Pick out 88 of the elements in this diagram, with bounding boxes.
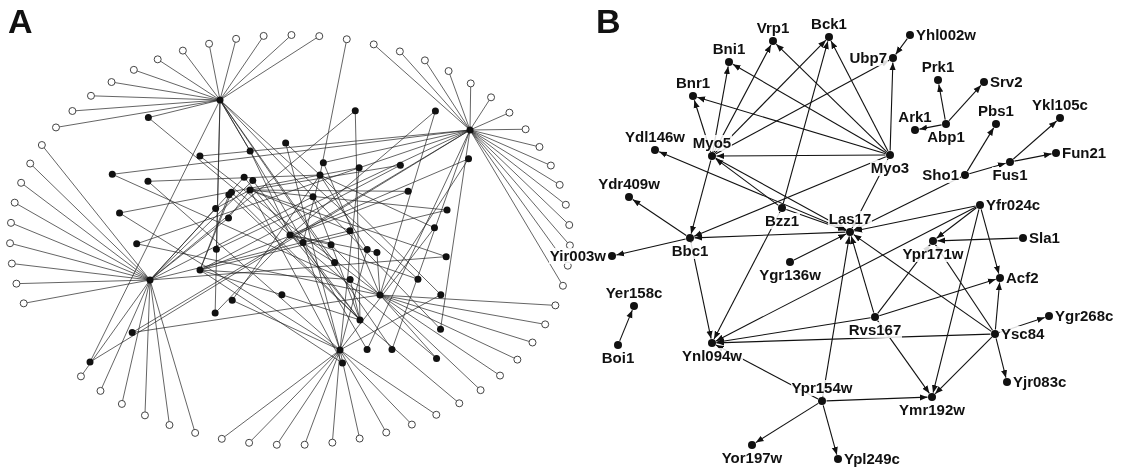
gene-label: Ygr136w (758, 267, 822, 283)
arrow (948, 84, 982, 122)
arrow (696, 96, 887, 155)
gene-label: Fun21 (1061, 145, 1108, 161)
arrow (853, 205, 977, 233)
gene-label: Rvs167 (847, 322, 903, 338)
arrow (931, 208, 980, 394)
gene-label: Bzz1 (763, 213, 801, 229)
gene-label: Bni1 (711, 41, 747, 57)
gene-label: Yfr024c (985, 197, 1042, 213)
gene-label: Ypr171w (901, 246, 965, 262)
gene-label: Yir003w (548, 248, 607, 264)
arrow (715, 59, 890, 155)
arrow (713, 44, 772, 153)
arrow (715, 158, 779, 206)
gene-label: Srv2 (989, 74, 1024, 90)
gene-label: Ymr192w (898, 402, 966, 418)
arrow (775, 43, 888, 153)
arrow (755, 402, 819, 444)
arrow (825, 394, 929, 402)
gene-label: Yor197w (720, 450, 784, 466)
arrow (632, 198, 687, 237)
arrow (994, 281, 1002, 331)
gene-label: Ubp7 (848, 50, 888, 66)
gene-label: Ygr268c (1054, 308, 1115, 324)
arrow (822, 235, 852, 398)
arrow (785, 208, 847, 232)
gene-label: Ysc84 (1000, 326, 1046, 342)
arrow (889, 61, 896, 152)
arrow (853, 176, 962, 231)
gene-label: Bck1 (810, 16, 848, 32)
gene-label: Ydl146w (624, 129, 686, 145)
arrow (968, 162, 1007, 175)
arrow (715, 152, 887, 159)
arrow (1013, 152, 1053, 162)
gene-label: Boi1 (600, 350, 636, 366)
gene-label: Ydr409w (597, 176, 661, 192)
arrow (936, 237, 1020, 244)
gene-label: Prk1 (920, 59, 956, 75)
gene-label: Abp1 (926, 129, 966, 145)
arrow (936, 207, 977, 239)
arrow (980, 208, 1000, 275)
arrow (715, 157, 847, 231)
gene-label: Ypl249c (843, 451, 901, 467)
gene-label: Ynl094w (681, 348, 743, 364)
arrow (732, 63, 887, 154)
arrow (715, 317, 872, 345)
arrow (793, 233, 847, 261)
gene-label: Vrp1 (755, 20, 791, 36)
gene-label: Bbc1 (670, 243, 710, 259)
arrow (995, 337, 1008, 379)
arrow (693, 231, 847, 241)
gene-label: Las17 (827, 211, 873, 227)
arrow (715, 333, 992, 346)
gene-label: Fus1 (991, 167, 1029, 183)
arrow (690, 159, 712, 235)
gene-label: Yer158c (604, 285, 664, 301)
gene-label: Yjr083c (1012, 374, 1068, 390)
arrow (830, 40, 889, 152)
gene-label: Sho1 (921, 167, 960, 183)
gene-label: Ypr154w (790, 380, 854, 396)
arrow (934, 336, 993, 395)
gene-label: Myo3 (869, 160, 911, 176)
arrow (937, 83, 946, 121)
panel-letter: A (8, 2, 33, 41)
arrow (693, 156, 887, 237)
arrow (850, 235, 875, 314)
gene-label: Myo5 (691, 135, 733, 151)
arrow (782, 40, 829, 205)
arrow (715, 206, 977, 342)
arrow (853, 234, 992, 332)
arrow (713, 211, 781, 340)
arrow (895, 38, 908, 55)
panel-letter: B (596, 2, 621, 41)
arrow (615, 238, 687, 257)
arrow (1012, 120, 1058, 160)
arrow (966, 127, 995, 172)
arrow (918, 124, 943, 131)
gene-label: Yhl002w (915, 27, 978, 43)
gene-label: Acf2 (1005, 270, 1040, 286)
gene-label: Sla1 (1028, 230, 1061, 246)
arrow (822, 404, 838, 456)
gene-label: Pbs1 (977, 103, 1015, 119)
gene-label: Bnr1 (674, 75, 712, 91)
arrow (619, 309, 633, 342)
gene-label: Ykl105c (1031, 97, 1089, 113)
gene-label: Ark1 (897, 109, 933, 125)
arrow (878, 278, 997, 317)
